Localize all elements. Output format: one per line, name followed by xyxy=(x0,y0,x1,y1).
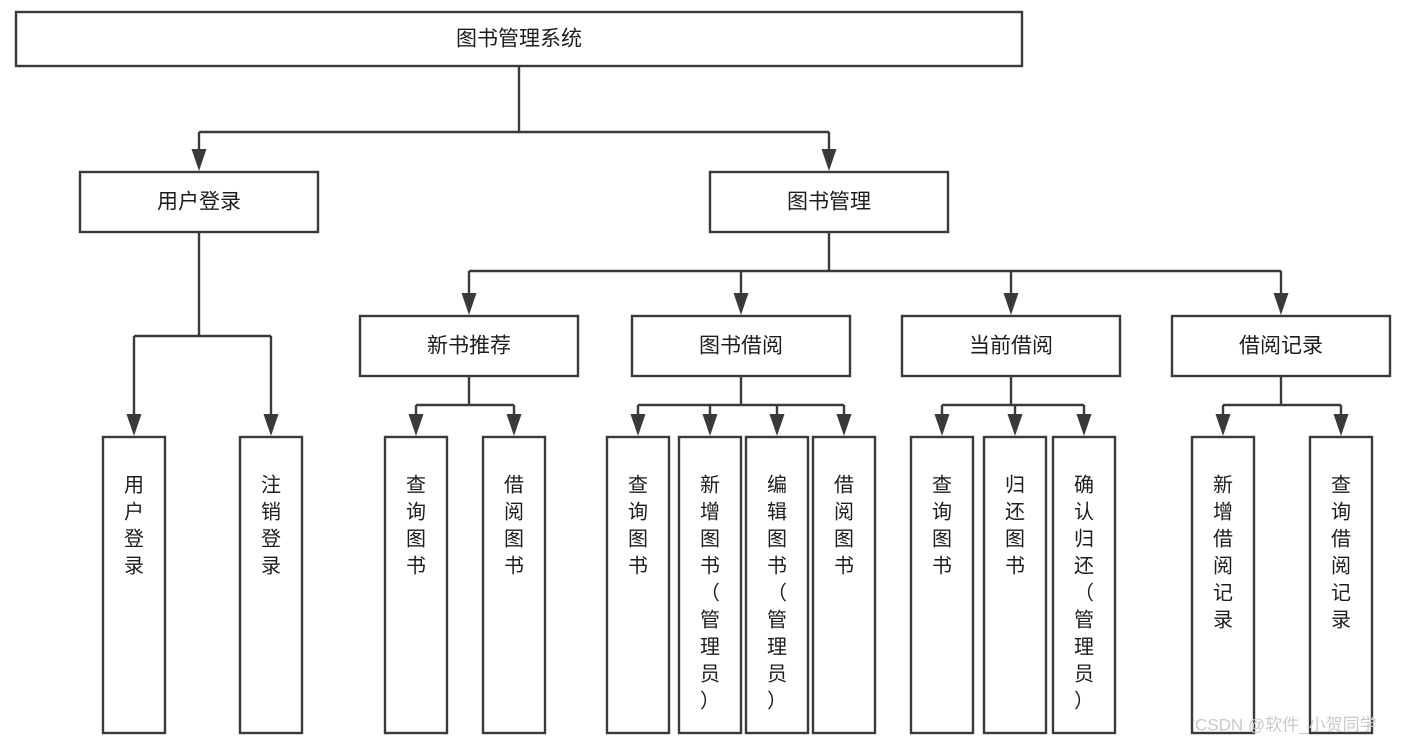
node-box-current-borrow[interactable] xyxy=(900,314,1122,378)
node-label-leaf-add-book: 新增图书（管理员） xyxy=(700,474,720,713)
node-leaf-query-book-2[interactable]: 查询图书 xyxy=(605,435,671,735)
node-label-leaf-query-book-2: 查询图书 xyxy=(628,474,648,578)
node-label-current-borrow: 当前借阅 xyxy=(969,335,1053,358)
node-leaf-edit-book[interactable]: 编辑图书（管理员） xyxy=(744,435,810,735)
node-leaf-logout[interactable]: 注销登录 xyxy=(238,435,304,735)
arrow-head-leaf-logout xyxy=(263,414,279,436)
node-leaf-borrow-book-2[interactable]: 借阅图书 xyxy=(811,435,877,735)
node-label-leaf-edit-book: 编辑图书（管理员） xyxy=(767,474,787,713)
node-box-user-login[interactable] xyxy=(78,170,320,234)
arrow-head-book-borrow xyxy=(733,293,749,315)
node-label-leaf-user-login: 用户登录 xyxy=(124,475,144,578)
arrow-head-leaf-user-login xyxy=(126,414,142,436)
node-label-leaf-borrow-book-2: 借阅图书 xyxy=(834,474,854,578)
arrow-head-leaf-query-book-3 xyxy=(934,414,950,436)
arrow-head-leaf-return-book xyxy=(1007,414,1023,436)
node-user-login[interactable]: 用户登录 xyxy=(78,170,320,234)
node-label-leaf-confirm-return: 确认归还（管理员） xyxy=(1074,474,1094,713)
node-label-leaf-logout: 注销登录 xyxy=(261,474,281,578)
node-box-leaf-query-record[interactable] xyxy=(1308,435,1374,735)
arrow-head-leaf-edit-book xyxy=(769,414,785,436)
node-box-leaf-borrow-book-2[interactable] xyxy=(811,435,877,735)
node-borrow-record[interactable]: 借阅记录 xyxy=(1170,314,1392,378)
node-label-new-book-rec: 新书推荐 xyxy=(427,335,511,358)
node-root[interactable]: 图书管理系统 xyxy=(14,10,1024,68)
arrow-head-leaf-borrow-book-2 xyxy=(836,414,852,436)
arrow-head-leaf-query-book-2 xyxy=(630,414,646,436)
arrow-head-new-book-rec xyxy=(461,293,477,315)
node-label-leaf-add-record: 新增借阅记录 xyxy=(1213,474,1233,632)
node-label-leaf-query-book-3: 查询图书 xyxy=(932,474,952,578)
node-box-leaf-query-book-3[interactable] xyxy=(909,435,975,735)
node-label-leaf-borrow-book-1: 借阅图书 xyxy=(504,474,524,578)
node-box-borrow-record[interactable] xyxy=(1170,314,1392,378)
nodes-layer: 图书管理系统用户登录图书管理新书推荐图书借阅当前借阅借阅记录用户登录注销登录查询… xyxy=(14,10,1392,735)
node-book-manage[interactable]: 图书管理 xyxy=(708,170,950,234)
node-box-leaf-confirm-return[interactable] xyxy=(1051,435,1117,735)
node-box-leaf-user-login[interactable] xyxy=(101,435,167,735)
node-leaf-return-book[interactable]: 归还图书 xyxy=(982,435,1048,735)
node-label-book-borrow: 图书借阅 xyxy=(699,335,783,358)
node-leaf-user-login[interactable]: 用户登录 xyxy=(101,435,167,735)
node-box-leaf-query-book-2[interactable] xyxy=(605,435,671,735)
arrow-head-leaf-add-book xyxy=(702,414,718,436)
node-box-leaf-logout[interactable] xyxy=(238,435,304,735)
node-box-leaf-query-book-1[interactable] xyxy=(383,435,449,735)
node-leaf-query-record[interactable]: 查询借阅记录 xyxy=(1308,435,1374,735)
node-box-book-borrow[interactable] xyxy=(630,314,852,378)
node-box-root[interactable] xyxy=(14,10,1024,68)
arrow-head-borrow-record xyxy=(1273,293,1289,315)
csdn-watermark: CSDN @软件_小贺同学 xyxy=(1195,715,1377,734)
node-label-leaf-query-record: 查询借阅记录 xyxy=(1331,474,1351,632)
node-leaf-query-book-3[interactable]: 查询图书 xyxy=(909,435,975,735)
arrow-head-leaf-query-record xyxy=(1333,414,1349,436)
node-label-leaf-query-book-1: 查询图书 xyxy=(406,474,426,578)
node-label-user-login: 用户登录 xyxy=(157,191,241,214)
connectors-layer xyxy=(126,66,1349,436)
node-leaf-add-book[interactable]: 新增图书（管理员） xyxy=(677,435,743,735)
node-leaf-confirm-return[interactable]: 确认归还（管理员） xyxy=(1051,435,1117,735)
node-leaf-query-book-1[interactable]: 查询图书 xyxy=(383,435,449,735)
arrow-head-leaf-confirm-return xyxy=(1076,414,1092,436)
arrow-head-current-borrow xyxy=(1003,293,1019,315)
arrow-head-leaf-borrow-book-1 xyxy=(506,414,522,436)
node-current-borrow[interactable]: 当前借阅 xyxy=(900,314,1122,378)
node-new-book-rec[interactable]: 新书推荐 xyxy=(358,314,580,378)
node-leaf-borrow-book-1[interactable]: 借阅图书 xyxy=(481,435,547,735)
arrow-head-user-login xyxy=(191,149,207,171)
node-label-leaf-return-book: 归还图书 xyxy=(1005,474,1025,578)
node-box-leaf-edit-book[interactable] xyxy=(744,435,810,735)
node-box-leaf-borrow-book-1[interactable] xyxy=(481,435,547,735)
arrow-head-book-manage xyxy=(821,149,837,171)
node-box-leaf-add-record[interactable] xyxy=(1190,435,1256,735)
node-label-root: 图书管理系统 xyxy=(456,28,582,51)
node-label-borrow-record: 借阅记录 xyxy=(1239,335,1323,358)
node-label-book-manage: 图书管理 xyxy=(787,191,871,214)
node-book-borrow[interactable]: 图书借阅 xyxy=(630,314,852,378)
node-box-leaf-return-book[interactable] xyxy=(982,435,1048,735)
node-box-new-book-rec[interactable] xyxy=(358,314,580,378)
arrow-head-leaf-query-book-1 xyxy=(408,414,424,436)
arrow-head-leaf-add-record xyxy=(1215,414,1231,436)
node-box-leaf-add-book[interactable] xyxy=(677,435,743,735)
node-leaf-add-record[interactable]: 新增借阅记录 xyxy=(1190,435,1256,735)
node-box-book-manage[interactable] xyxy=(708,170,950,234)
